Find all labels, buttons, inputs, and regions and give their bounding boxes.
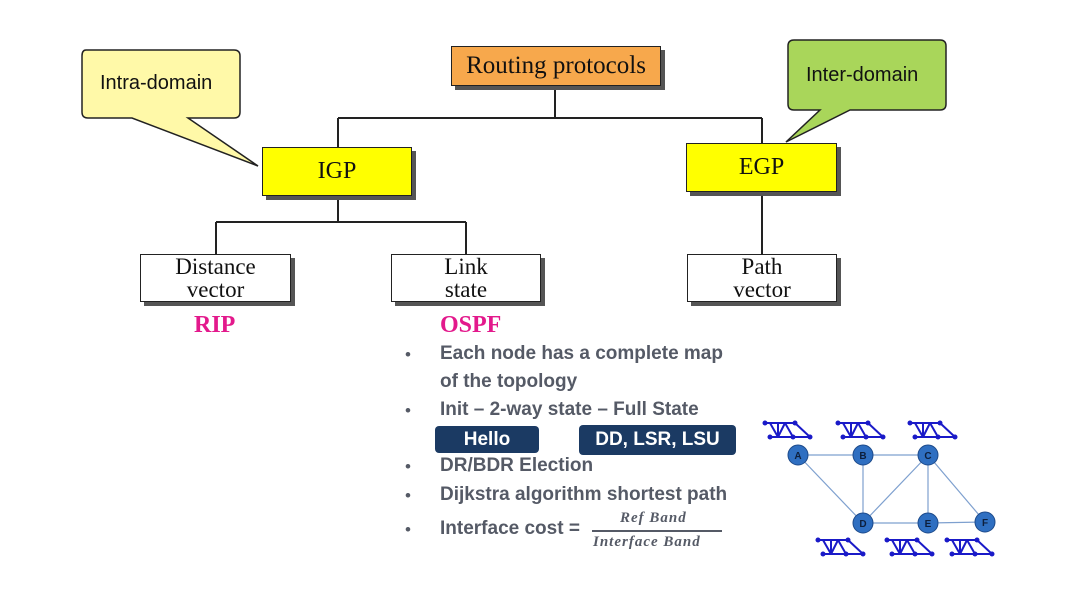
link-state-line1: Link — [444, 254, 488, 279]
inter-domain-label: Inter-domain — [806, 64, 919, 86]
distance-vector-line2: vector — [186, 277, 245, 302]
formula-denominator: Interface Band — [593, 534, 701, 550]
routing-protocols-box: Routing protocols — [451, 46, 661, 86]
svg-text:F: F — [982, 518, 988, 529]
hello-pill-label: Hello — [463, 428, 511, 450]
bullet-dot: • — [405, 520, 411, 539]
svg-text:A: A — [794, 451, 801, 462]
lan-a-icon — [761, 419, 814, 441]
ospf-label: OSPF — [440, 312, 502, 338]
path-vector-line1: Path — [741, 254, 783, 279]
link-state-line2: state — [444, 277, 488, 302]
svg-text:E: E — [925, 519, 932, 530]
bullet-complete-map-line1: Each node has a complete map — [440, 343, 723, 364]
link-state-box: Link state — [391, 254, 541, 302]
router-c: C — [917, 444, 939, 466]
inter-callout-bubble — [785, 39, 947, 143]
bullet-states: Init – 2-way state – Full State — [440, 399, 699, 420]
egp-box: EGP — [686, 143, 837, 192]
distance-vector-line1: Distance — [175, 254, 256, 279]
intra-domain-label: Intra-domain — [100, 72, 213, 94]
dd-lsr-lsu-pill-label: DD, LSR, LSU — [595, 429, 720, 450]
path-vector-box: Path vector — [687, 254, 837, 302]
lan-c-icon — [906, 419, 959, 441]
egp-label: EGP — [738, 154, 785, 180]
bullet-dot: • — [405, 345, 411, 364]
bullet-dot: • — [405, 486, 411, 505]
lan-f-icon — [943, 536, 996, 558]
network-topology: A B C D E F — [761, 419, 996, 558]
bullet-dr-bdr: DR/BDR Election — [440, 455, 594, 476]
rip-label: RIP — [194, 312, 236, 338]
router-d: D — [852, 512, 874, 534]
hello-pill: Hello — [435, 426, 539, 453]
path-vector-line2: vector — [733, 277, 791, 302]
bullet-complete-map-line2: of the topology — [440, 371, 578, 392]
dd-lsr-lsu-pill: DD, LSR, LSU — [579, 425, 736, 455]
svg-text:D: D — [859, 519, 866, 530]
distance-vector-box: Distance vector — [140, 254, 291, 302]
lan-d-icon — [814, 536, 867, 558]
router-b: B — [852, 444, 874, 466]
igp-label: IGP — [317, 158, 357, 184]
router-e: E — [917, 512, 939, 534]
router-a: A — [787, 444, 809, 466]
formula-fraction-bar — [592, 530, 722, 532]
svg-text:C: C — [924, 451, 931, 462]
igp-box: IGP — [262, 147, 412, 196]
bullet-dot: • — [405, 401, 411, 420]
bullet-dijkstra: Dijkstra algorithm shortest path — [440, 484, 728, 505]
intra-callout-bubble — [81, 49, 259, 167]
bullet-interface-cost: Interface cost = — [440, 518, 580, 539]
router-f: F — [974, 511, 996, 533]
lan-b-icon — [834, 419, 887, 441]
svg-text:B: B — [859, 451, 866, 462]
routing-protocols-label: Routing protocols — [466, 52, 646, 79]
bullet-dot: • — [405, 457, 411, 476]
formula-numerator: Ref Band — [620, 510, 687, 526]
lan-e-icon — [883, 536, 936, 558]
